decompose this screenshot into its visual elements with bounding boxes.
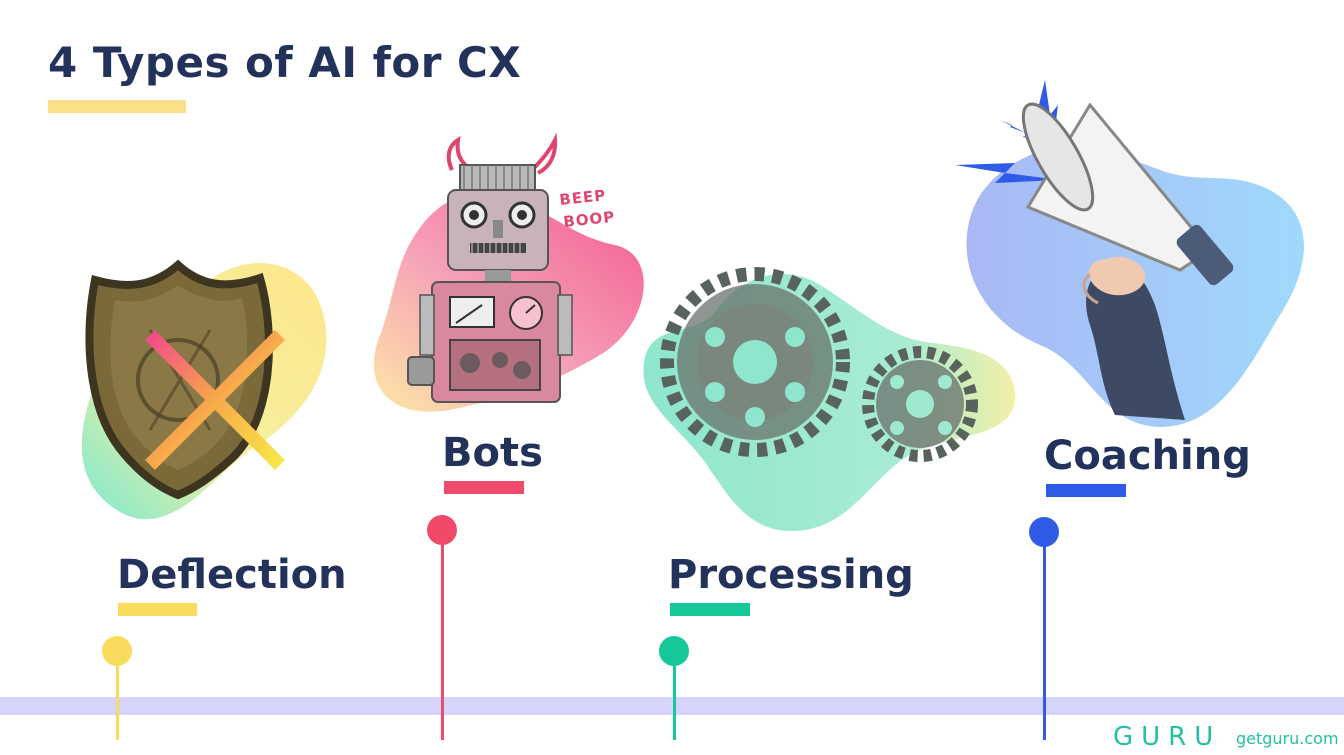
shield-crossed-icon bbox=[81, 259, 327, 520]
underline-coaching bbox=[1046, 484, 1126, 497]
timeline-stem-deflection bbox=[116, 655, 119, 740]
timeline-dot-bots[interactable] bbox=[427, 515, 457, 545]
underline-processing bbox=[670, 603, 750, 616]
type-label-deflection: Deflection bbox=[117, 552, 347, 598]
megaphone-icon bbox=[955, 80, 1304, 427]
robot-icon: BEEP BOOP bbox=[373, 132, 644, 412]
page-title: 4 Types of AI for CX bbox=[48, 38, 522, 87]
timeline-dot-deflection[interactable] bbox=[102, 636, 132, 666]
beep-text: BEEP bbox=[559, 186, 608, 209]
boop-text: BOOP bbox=[563, 208, 617, 231]
timeline-stem-bots bbox=[441, 535, 444, 740]
type-label-processing: Processing bbox=[668, 552, 914, 598]
type-label-bots: Bots bbox=[442, 430, 543, 476]
underline-deflection bbox=[118, 603, 197, 616]
gears-icon bbox=[643, 267, 1016, 532]
timeline-stem-coaching bbox=[1043, 537, 1046, 740]
guru-logo: GURU bbox=[1113, 722, 1222, 752]
site-url[interactable]: getguru.com bbox=[1236, 729, 1339, 748]
type-label-coaching: Coaching bbox=[1044, 433, 1251, 479]
timeline-bar bbox=[0, 697, 1344, 715]
title-underline bbox=[48, 100, 186, 113]
timeline-dot-processing[interactable] bbox=[659, 636, 689, 666]
underline-bots bbox=[444, 481, 524, 494]
timeline-dot-coaching[interactable] bbox=[1029, 517, 1059, 547]
timeline-stem-processing bbox=[673, 655, 676, 740]
